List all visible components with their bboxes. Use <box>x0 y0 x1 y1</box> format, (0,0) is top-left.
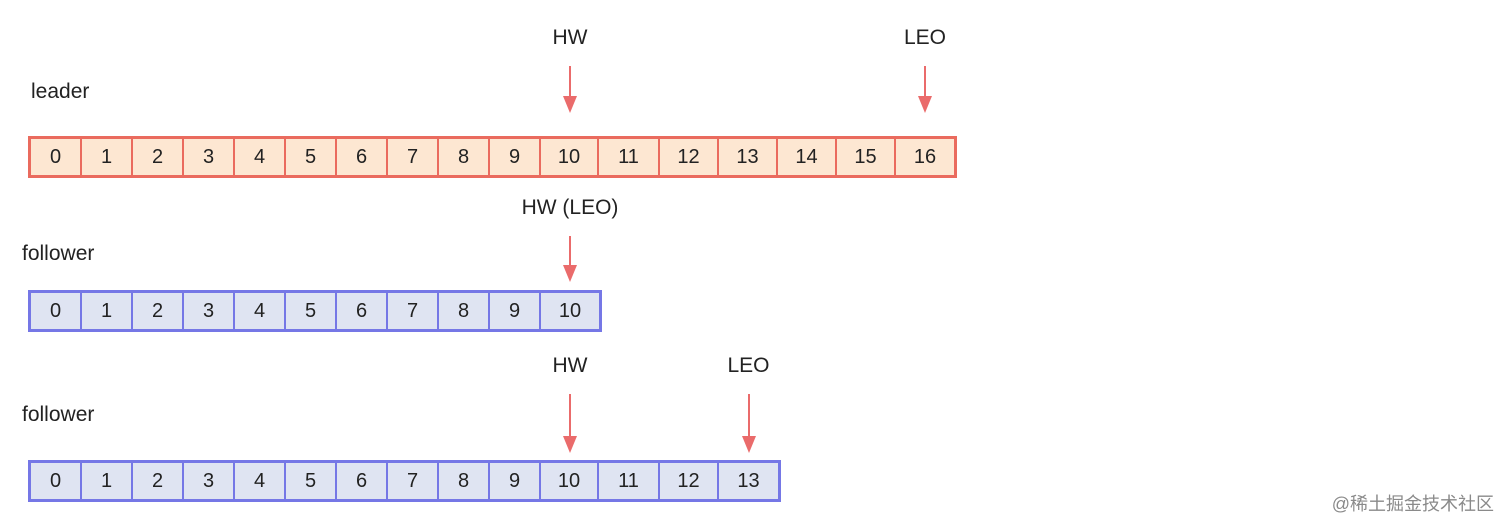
log-entry: 11 <box>599 139 660 175</box>
hw-marker-label: HW <box>552 354 588 377</box>
follower-title-1: follower <box>22 242 95 265</box>
log-entry: 5 <box>286 139 337 175</box>
log-entry: 9 <box>490 139 541 175</box>
log-entry: 7 <box>388 139 439 175</box>
log-entry: 10 <box>541 293 599 329</box>
leo-marker-label: LEO <box>903 26 947 49</box>
log-entry: 4 <box>235 293 286 329</box>
log-entry: 14 <box>778 139 837 175</box>
log-entry: 0 <box>31 139 82 175</box>
log-entry: 8 <box>439 463 490 499</box>
log-entry: 9 <box>490 293 541 329</box>
hw-marker-label: HW (LEO) <box>521 196 619 219</box>
log-entry: 10 <box>541 139 599 175</box>
log-entry: 2 <box>133 293 184 329</box>
leader-title: leader <box>31 80 90 103</box>
log-entry: 13 <box>719 463 778 499</box>
log-entry: 11 <box>599 463 660 499</box>
log-entry: 8 <box>439 293 490 329</box>
log-entry: 9 <box>490 463 541 499</box>
log-entry: 4 <box>235 139 286 175</box>
log-entry: 12 <box>660 139 719 175</box>
log-entry: 5 <box>286 463 337 499</box>
log-entry: 1 <box>82 463 133 499</box>
log-entry: 12 <box>660 463 719 499</box>
log-entry: 6 <box>337 293 388 329</box>
log-entry: 3 <box>184 463 235 499</box>
log-entry: 1 <box>82 293 133 329</box>
log-entry: 5 <box>286 293 337 329</box>
log-entry: 16 <box>896 139 954 175</box>
log-entry: 7 <box>388 293 439 329</box>
log-entry: 2 <box>133 139 184 175</box>
log-entry: 7 <box>388 463 439 499</box>
follower-title-2: follower <box>22 403 95 426</box>
log-entry: 6 <box>337 139 388 175</box>
log-entry: 13 <box>719 139 778 175</box>
log-entry: 1 <box>82 139 133 175</box>
hw-marker-label: HW <box>552 26 588 49</box>
watermark: @稀土掘金技术社区 <box>1331 494 1494 514</box>
log-entry: 0 <box>31 463 82 499</box>
log-entry: 0 <box>31 293 82 329</box>
log-entry: 15 <box>837 139 896 175</box>
log-entry: 6 <box>337 463 388 499</box>
log-entry: 10 <box>541 463 599 499</box>
log-entry: 3 <box>184 139 235 175</box>
log-entry: 3 <box>184 293 235 329</box>
leo-marker-label: LEO <box>727 354 770 377</box>
log-entry: 2 <box>133 463 184 499</box>
log-entry: 4 <box>235 463 286 499</box>
log-entry: 8 <box>439 139 490 175</box>
